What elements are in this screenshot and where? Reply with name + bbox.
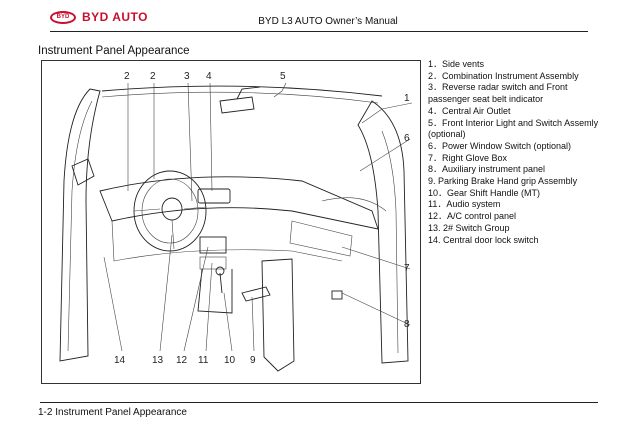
- callout-5: 5: [280, 71, 286, 82]
- footer-divider: [40, 402, 598, 403]
- left-door-inner: [67, 100, 93, 352]
- legend-item: 14. Central door lock switch: [428, 234, 539, 245]
- legend-item: 7．Right Glove Box: [428, 152, 508, 163]
- center-console: [197, 268, 233, 314]
- central-air-outlet: [197, 188, 231, 204]
- callout-7: 7: [404, 263, 410, 274]
- callout-11: 11: [198, 355, 209, 366]
- rearview-mirror: [219, 96, 255, 114]
- windshield-inner: [101, 91, 379, 104]
- aux-panel: [261, 258, 295, 372]
- gear-knob: [215, 266, 225, 276]
- legend-item: 11．Audio system: [428, 199, 501, 210]
- glove-box: [289, 220, 353, 257]
- header-divider: [50, 31, 588, 32]
- manual-title: BYD L3 AUTO Owner’s Manual: [258, 16, 398, 27]
- steering-spokes: [133, 206, 207, 250]
- callout-14: 14: [114, 355, 126, 366]
- callout-8: 8: [404, 319, 410, 330]
- logo-text: BYD AUTO: [82, 10, 149, 24]
- mirror-mount: [236, 86, 261, 100]
- legend-item: 8．Auxiliary instrument panel: [428, 164, 546, 175]
- right-door-inner: [381, 130, 399, 354]
- callout-3: 3: [184, 71, 190, 82]
- gear-lever: [219, 272, 223, 294]
- right-door-trim: [321, 197, 387, 212]
- legend-item: 4．Central Air Outlet: [428, 105, 511, 116]
- door-lock-switch: [331, 290, 343, 300]
- steering-hub: [161, 197, 183, 221]
- parts-legend: 1．Side vents 2．Combination Instrument As…: [428, 59, 608, 246]
- leader-lines: [103, 82, 413, 352]
- left-door: [59, 88, 101, 362]
- legend-item: 6．Power Window Switch (optional): [428, 140, 572, 151]
- windshield-top: [101, 85, 383, 97]
- legend-item: 13. 2# Switch Group: [428, 222, 510, 233]
- legend-item: 9. Parking Brake Hand grip Assembly: [428, 176, 578, 187]
- left-mirror: [71, 158, 95, 186]
- byd-oval-logo-icon: BYD: [50, 10, 76, 24]
- parking-brake: [241, 286, 271, 302]
- instrument-panel-diagram: 2 2 3 4 5 1 6 7 8 9 10 11 12 13 14: [41, 60, 421, 384]
- instrument-panel-drawing: 2 2 3 4 5 1 6 7 8 9 10 11 12 13 14: [59, 71, 413, 372]
- steering-wheel-inner: [141, 178, 199, 244]
- legend-item: 10．Gear Shift Handle (MT): [428, 187, 541, 198]
- legend-item: 3．Reverse radar switch and Front passeng…: [428, 82, 568, 105]
- legend-item: 2．Combination Instrument Assembly: [428, 70, 579, 81]
- callout-6: 6: [404, 133, 410, 144]
- legend-item: 1．Side vents: [428, 59, 485, 69]
- callout-13: 13: [152, 355, 164, 366]
- dashboard-lower: [111, 220, 343, 262]
- section-title: Instrument Panel Appearance: [38, 45, 190, 57]
- callout-9: 9: [250, 355, 256, 366]
- audio-unit: [199, 236, 227, 254]
- callout-4: 4: [206, 71, 212, 82]
- ac-panel: [199, 256, 227, 270]
- dashboard-top: [99, 176, 379, 230]
- callout-10: 10: [224, 355, 236, 366]
- callout-1-right: 1: [404, 93, 410, 104]
- page-footer: 1-2 Instrument Panel Appearance: [38, 407, 187, 418]
- callout-2: 2: [150, 71, 156, 82]
- callout-12: 12: [176, 355, 188, 366]
- legend-item: 5．Front Interior Light and Switch Asseml…: [428, 117, 599, 140]
- legend-item: 12．A/C control panel: [428, 211, 517, 222]
- byd-logo: BYD BYD AUTO: [50, 9, 148, 25]
- callout-1: 2: [124, 71, 130, 82]
- right-door: [357, 100, 409, 364]
